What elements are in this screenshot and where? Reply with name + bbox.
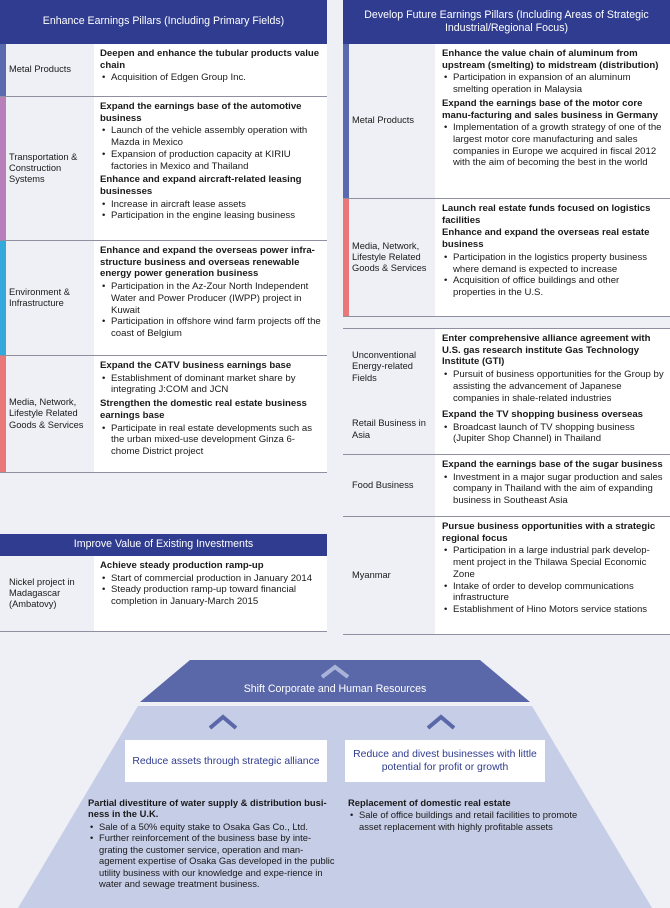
section-heading: Expand the earnings base of the motor co… [442, 97, 658, 121]
bullet: Participation in a large industrial park… [442, 545, 664, 580]
bullet: Participate in real estate developments … [100, 423, 321, 458]
row-content: Enter comprehensive alliance agreement w… [442, 332, 664, 406]
bullet: Broadcast launch of TV shopping business… [442, 422, 664, 445]
right-row-metal: Metal Products Enhance the value chain o… [343, 44, 670, 199]
pyramid-upper-band [140, 660, 530, 702]
right-row-myanmar: Myanmar Pursue business opportunities wi… [343, 517, 670, 635]
left-row-transportation: Transportation & Construction Systems Ex… [0, 97, 327, 241]
section-heading: Expand the earnings base of the automoti… [100, 101, 302, 124]
enhance-pillars-panel: Metal Products Deepen and enhance the tu… [0, 44, 327, 473]
section-heading: Enhance the value chain of aluminum from… [442, 48, 659, 71]
pyramid-top-label: Shift Corporate and Human Resources [243, 683, 427, 695]
bullet: Participation in the engine leasing busi… [100, 210, 321, 222]
left-row-media: Media, Network, Lifestyle Related Goods … [0, 356, 327, 473]
chevron-up-icon [208, 714, 238, 730]
row-label: Nickel project in Madagascar (Ambatovy) [0, 556, 94, 631]
bullet: Expansion of production capacity at KIRI… [100, 149, 321, 172]
bullet: Further reinforcement of the business ba… [88, 832, 338, 889]
row-color-stripe [0, 241, 6, 355]
row-label: Transportation & Construction Systems [0, 97, 94, 240]
reduce-assets-box: Reduce assets through strategic alliance [125, 740, 327, 782]
chevron-up-icon [426, 714, 456, 730]
bullet: Establishment of dominant market share b… [100, 373, 321, 396]
bullet: Participation in offshore wind farm proj… [100, 316, 321, 339]
bullet: Participation in the Az-Zour North Indep… [100, 281, 321, 316]
section-heading: Enhance and expand aircraft-related leas… [100, 174, 302, 197]
chevron-up-icon [320, 664, 350, 679]
row-color-stripe [343, 199, 349, 316]
bullet: Launch of the vehicle assembly operation… [100, 125, 321, 148]
right-row-food: Food Business Expand the earnings base o… [343, 455, 670, 517]
section-heading: Expand the TV shopping business overseas [442, 409, 643, 420]
section-heading: Achieve steady production ramp-up [100, 560, 264, 571]
row-label: Metal Products [0, 44, 94, 96]
row-content: Enhance and expand the overseas power in… [100, 244, 321, 342]
row-content: Deepen and enhance the tubular products … [100, 47, 321, 86]
row-label: Media, Network, Lifestyle Related Goods … [0, 356, 94, 472]
row-label: Environment & Infrastructure [0, 241, 94, 355]
bullet: Sale of a 50% equity stake to Osaka Gas … [88, 821, 338, 833]
section-heading: Expand the earnings base of the sugar bu… [442, 459, 663, 470]
bullet: Investment in a major sugar production a… [442, 472, 664, 507]
bullet: Increase in aircraft lease assets [100, 199, 321, 211]
bullet: Steady production ramp-up toward financi… [100, 584, 321, 607]
row-label: Myanmar [343, 517, 435, 634]
section-heading: Pursue business opportunities with a str… [442, 521, 656, 544]
section-heading: Expand the CATV business earnings base [100, 360, 292, 371]
row-label: Unconventional Energy-related Fields [343, 329, 435, 405]
row-content: Enhance the value chain of aluminum from… [442, 47, 664, 171]
section-heading: Launch real estate funds focused on logi… [442, 203, 651, 226]
bullet: Participation in expansion of an aluminu… [442, 72, 664, 95]
bullet: Pursuit of business opportunities for th… [442, 369, 664, 404]
existing-row-nickel: Nickel project in Madagascar (Ambatovy) … [0, 556, 327, 632]
existing-investments-header: Improve Value of Existing Investments [0, 534, 327, 556]
existing-investments-panel: Nickel project in Madagascar (Ambatovy) … [0, 556, 327, 632]
row-content: Expand the earnings base of the sugar bu… [442, 458, 664, 509]
reduce-divest-box: Reduce and divest businesses with little… [345, 740, 545, 782]
develop-pillars-header: Develop Future Earnings Pillars (Includi… [343, 0, 670, 44]
row-color-stripe [0, 97, 6, 240]
section-heading: Partial divestiture of water supply & di… [88, 797, 327, 820]
bullet: Sale of office buildings and retail faci… [348, 809, 582, 832]
row-content: Expand the earnings base of the automoti… [100, 100, 321, 224]
row-color-stripe [0, 44, 6, 96]
row-label: Retail Business in Asia [343, 405, 435, 454]
bullet: Acquisition of office buildings and othe… [442, 275, 664, 298]
row-content: Expand the CATV business earnings base E… [100, 359, 321, 460]
right-row-unconventional: Unconventional Energy-related Fields Ent… [343, 328, 670, 406]
row-label: Media, Network, Lifestyle Related Goods … [343, 199, 435, 316]
row-content: Achieve steady production ramp-up Start … [100, 559, 321, 610]
row-content: Pursue business opportunities with a str… [442, 520, 664, 618]
enhance-pillars-header: Enhance Earnings Pillars (Including Prim… [0, 0, 327, 44]
section-heading: Deepen and enhance the tubular products … [100, 48, 320, 71]
section-heading: Replacement of domestic real estate [348, 797, 511, 808]
bullet: Start of commercial production in Januar… [100, 573, 321, 585]
bullet: Acquisition of Edgen Group Inc. [100, 72, 321, 84]
row-label: Metal Products [343, 44, 435, 198]
left-row-metal: Metal Products Deepen and enhance the tu… [0, 44, 327, 97]
section-heading: Enhance and expand the overseas real est… [442, 227, 650, 251]
section-heading: Enhance and expand the overseas power in… [100, 245, 315, 280]
left-pyramid-text: Partial divestiture of water supply & di… [88, 796, 338, 892]
row-content: Expand the TV shopping business overseas… [442, 408, 664, 447]
bullet: Implementation of a growth strategy of o… [442, 122, 664, 169]
left-row-environment: Environment & Infrastructure Enhance and… [0, 241, 327, 356]
right-row-media: Media, Network, Lifestyle Related Goods … [343, 199, 670, 317]
bullet: Participation in the logistics property … [442, 252, 664, 275]
bullet: Establishment of Hino Motors service sta… [442, 604, 664, 616]
right-pyramid-text: Replacement of domestic real estate Sale… [348, 796, 582, 834]
row-color-stripe [0, 356, 6, 472]
row-content: Launch real estate funds focused on logi… [442, 202, 664, 301]
row-label: Food Business [343, 455, 435, 516]
bullet: Intake of order to develop communication… [442, 581, 664, 604]
right-row-retail-asia: Retail Business in Asia Expand the TV sh… [343, 405, 670, 455]
section-heading: Enter comprehensive alliance agreement w… [442, 333, 651, 368]
row-color-stripe [343, 44, 349, 198]
section-heading: Strengthen the domestic real estate busi… [100, 398, 307, 421]
develop-pillars-panel: Metal Products Enhance the value chain o… [343, 44, 670, 636]
